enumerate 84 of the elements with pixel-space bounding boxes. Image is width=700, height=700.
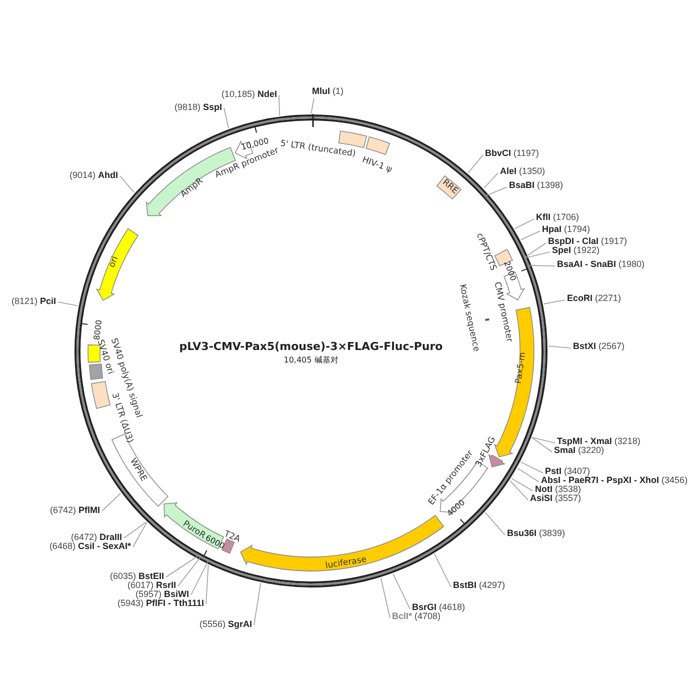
restriction-site-label: (5943) PflFI - Tth111I: [117, 598, 204, 609]
restriction-site-label: (6035) BstEII: [110, 571, 164, 582]
leader-line: [532, 437, 556, 444]
restriction-site-label: AleI (1350): [500, 166, 546, 177]
leader-line: [528, 265, 556, 266]
feature-label: HIV-1 ψ: [360, 155, 394, 175]
restriction-site-label: AbsI - PaeR7I - PspXI - XhoI (3456): [541, 475, 688, 486]
sequence-tick: [485, 318, 490, 321]
restriction-site-label: KflI (1706): [536, 212, 580, 223]
leader-line: [310, 98, 314, 114]
leader-line: [392, 573, 410, 610]
leader-line: [278, 94, 280, 116]
leader-line: [520, 230, 540, 240]
restriction-site-label: HpaI (1794): [542, 224, 590, 235]
leader-line: [190, 560, 209, 596]
scale-label: 8000: [92, 318, 104, 340]
restriction-site-label: NotI (3538): [535, 484, 582, 495]
restriction-site-label: BsaBI (1398): [509, 180, 564, 191]
leader-line: [524, 242, 546, 258]
restriction-site-label: SpeI (1922): [552, 245, 600, 256]
leader-line: [380, 578, 390, 618]
restriction-site-label: BsaAI - SnaBI (1980): [557, 259, 645, 270]
restriction-site-label: PstI (3407): [545, 466, 590, 477]
leader-line: [124, 522, 147, 538]
restriction-site-label: BclI* (4708): [392, 611, 441, 622]
feature-label: Pax5-m: [514, 352, 528, 384]
restriction-site-label: (8121) PciI: [11, 296, 56, 307]
feature-box: [91, 381, 110, 409]
leader-line: [434, 553, 452, 588]
restriction-site-label: EcoRI (2271): [567, 293, 622, 304]
feature-box: [366, 136, 390, 155]
feature-label: luciferase: [324, 554, 368, 572]
sequence-length: 10,405 碱基对: [284, 356, 338, 364]
restriction-site-label: BbvCI (1197): [485, 148, 539, 159]
feature-label: ori: [107, 255, 121, 269]
leader-line: [206, 564, 209, 604]
restriction-site-label: AsiSI (3557): [530, 493, 582, 504]
restriction-site-label: (9014) AhdI: [69, 170, 118, 181]
feature-block: [96, 228, 138, 301]
leader-line: [58, 302, 78, 306]
leader-line: [224, 108, 229, 129]
restriction-site-label: (10,185) NdeI: [221, 89, 277, 100]
leader-line: [468, 154, 484, 174]
restriction-site-label: MluI (1): [312, 86, 344, 97]
restriction-site-label: SmaI (3220): [554, 445, 604, 456]
restriction-site-label: (6017) RsrII: [127, 580, 176, 591]
restriction-site-label: BsrGI (4618): [412, 602, 466, 613]
leader-line: [543, 300, 566, 304]
restriction-site-label: (5957) BsiWI: [135, 589, 189, 600]
leader-line: [517, 468, 540, 482]
leader-line: [254, 582, 262, 626]
feature-label: 5' LTR (truncated): [280, 138, 356, 160]
feature-block: [164, 502, 224, 550]
feature-label: Kozak sequence: [456, 283, 482, 353]
restriction-site-label: (6468) CsiI - SexAI*: [49, 541, 131, 552]
leader-line: [532, 437, 552, 452]
leader-line: [484, 512, 506, 536]
restriction-site-label: BspDI - ClaI (1917): [548, 236, 628, 247]
leader-line: [548, 346, 572, 348]
leader-line: [520, 462, 544, 474]
restriction-site-label: Bsu36I (3839): [507, 528, 566, 539]
leader-line: [178, 556, 202, 586]
restriction-site-label: (9818) SspI: [174, 102, 222, 113]
scale-label: 2000: [502, 260, 518, 282]
restriction-site-label: BstXI (2567): [573, 341, 625, 352]
leader-line: [166, 555, 199, 578]
restriction-site-label: TspMI - XmaI (3218): [557, 436, 640, 447]
restriction-site-label: BstBI (4297): [453, 580, 506, 591]
leader-line: [514, 218, 534, 230]
restriction-site-label: (6472) DraIII: [70, 532, 122, 543]
leader-line: [511, 478, 534, 492]
feature-block: [240, 514, 444, 571]
leader-line: [510, 480, 528, 500]
leader-line: [132, 522, 148, 548]
plasmid-name: pLV3-CMV-Pax5(mouse)-3×FLAG-Fluc-Puro: [179, 342, 443, 352]
leader-line: [485, 186, 508, 196]
feature-box: [89, 364, 104, 380]
restriction-site-label: (6742) PflMI: [50, 505, 100, 516]
leader-line: [483, 172, 498, 189]
restriction-site-label: (5556) SgrAI: [199, 619, 252, 630]
leader-line: [524, 252, 550, 258]
leader-line: [102, 492, 122, 512]
leader-line: [120, 176, 135, 193]
feature-box: [436, 175, 462, 200]
